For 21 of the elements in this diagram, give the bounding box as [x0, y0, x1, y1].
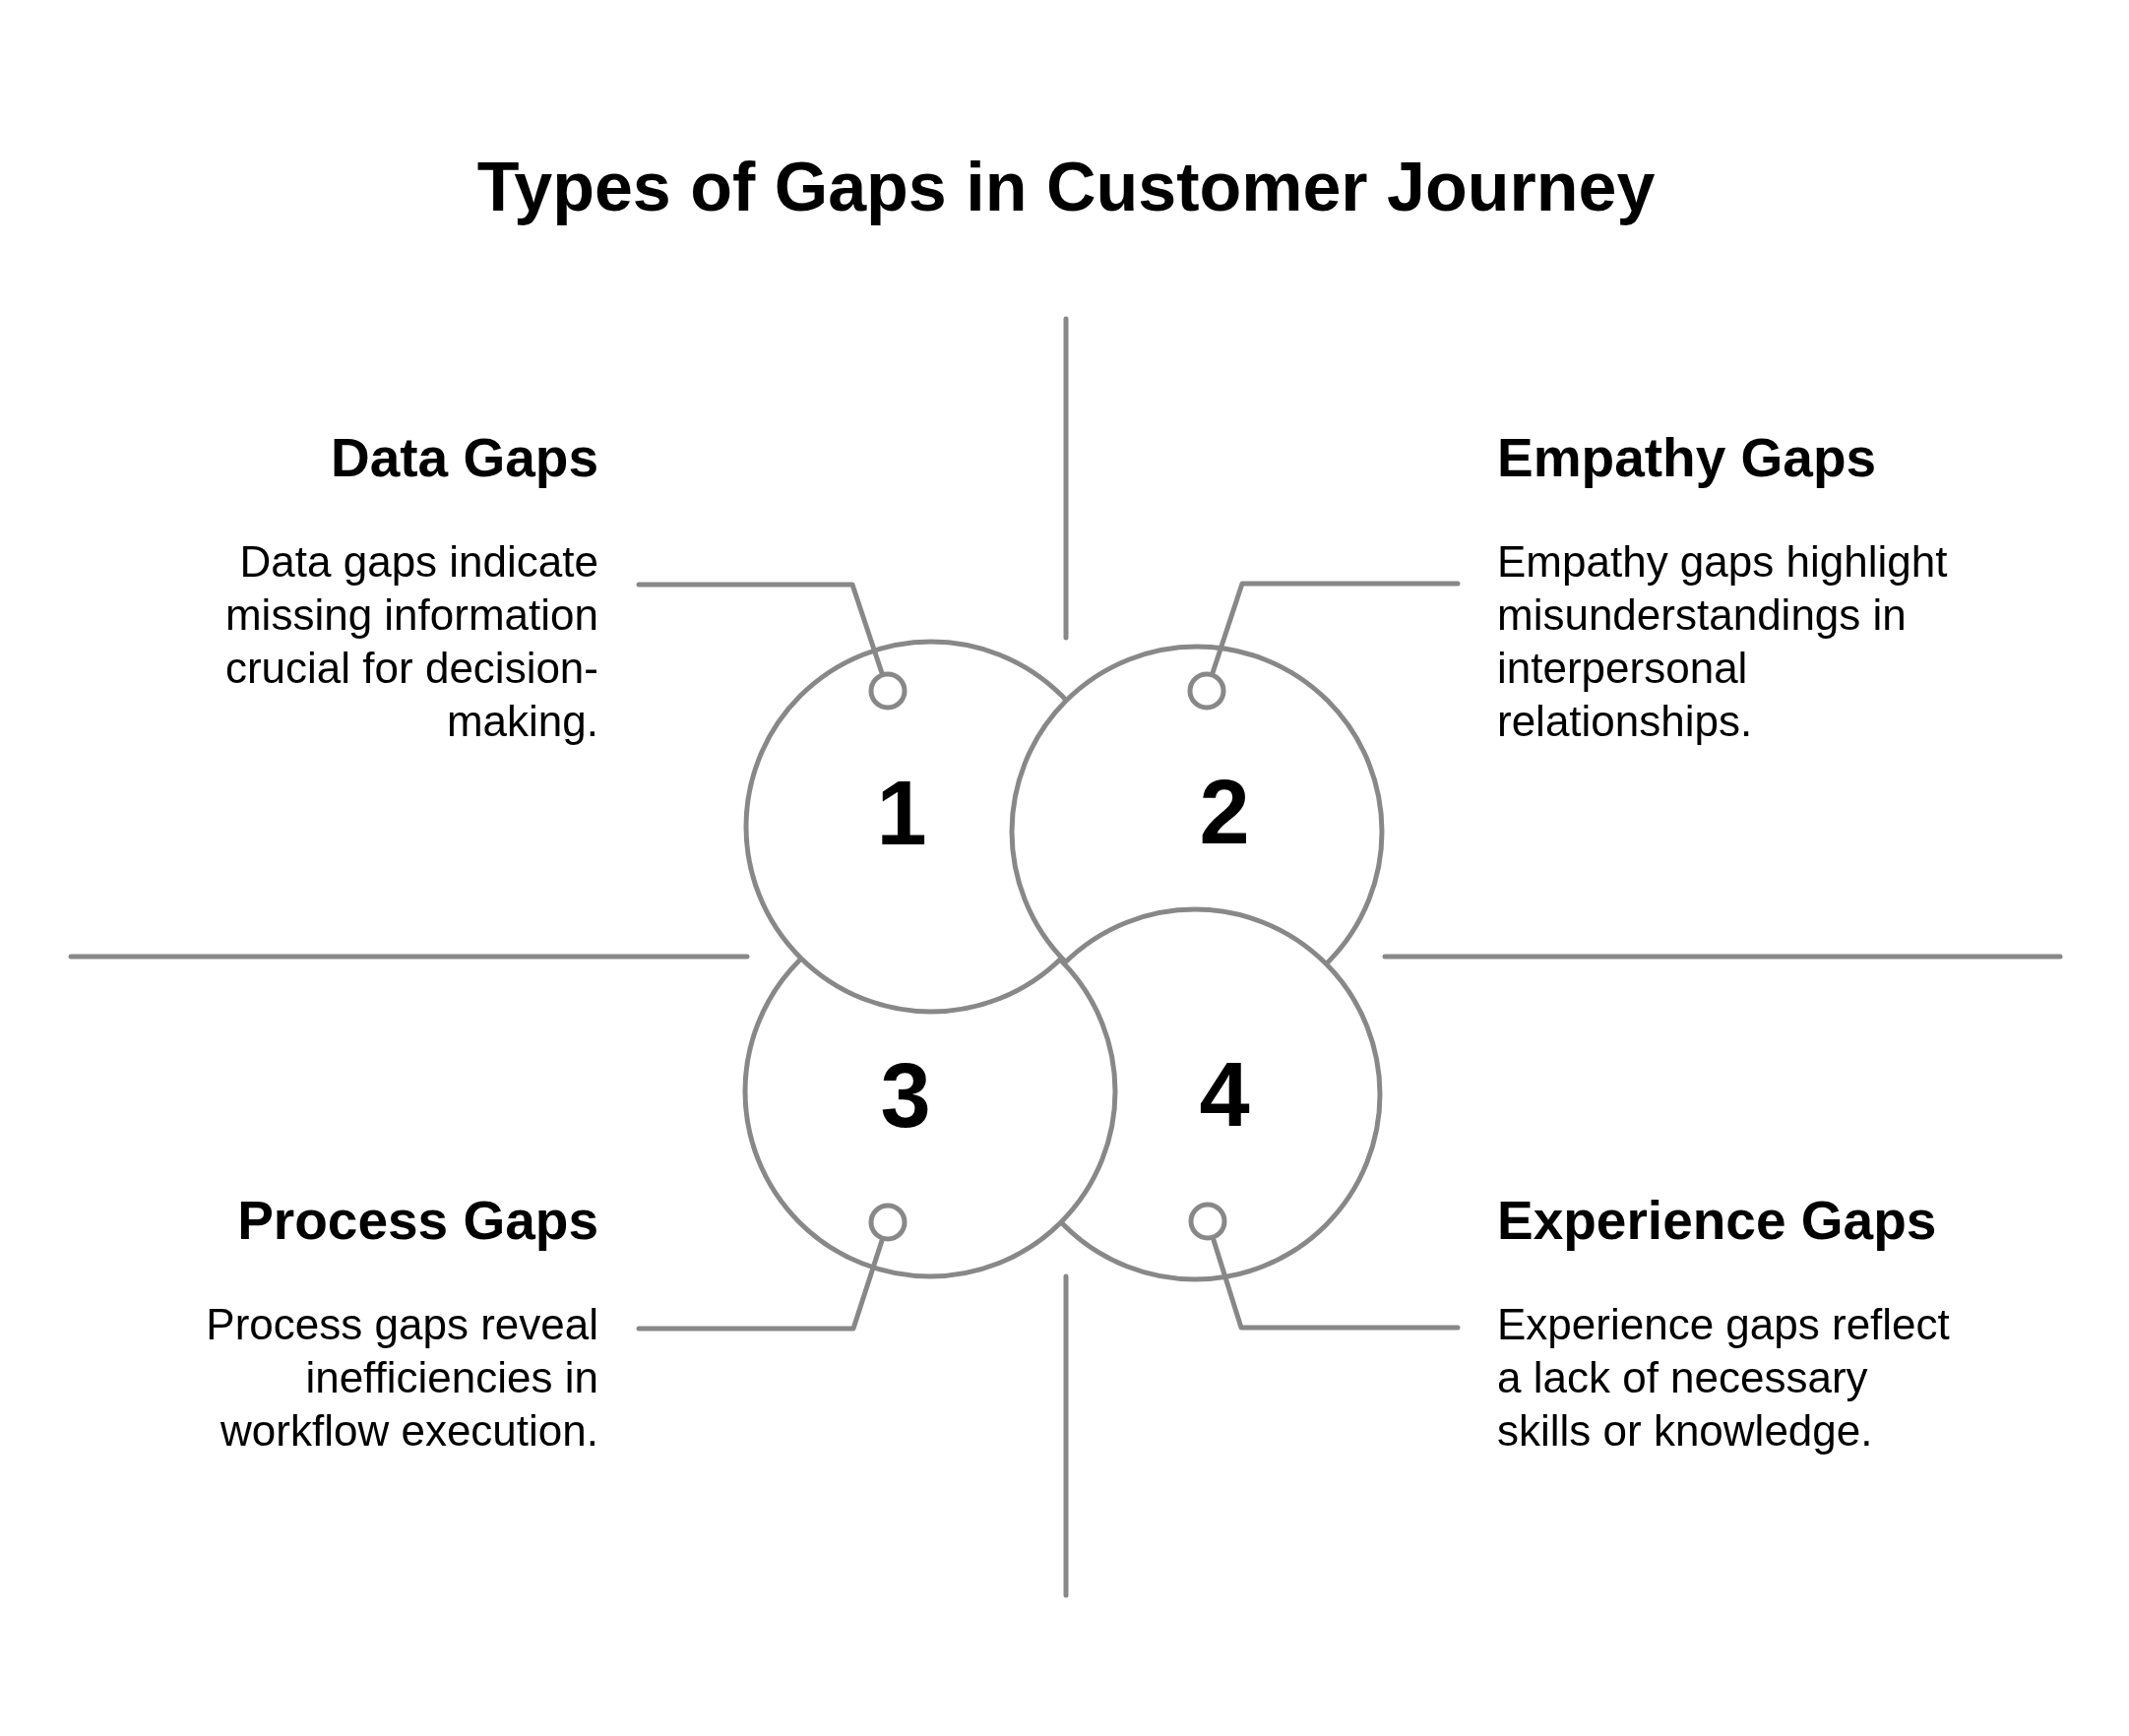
description: Experience gaps reflect a lack of necessary skills or knowledge. [1497, 1299, 1951, 1457]
heading: Process Gaps [237, 1189, 598, 1253]
heading: Empathy Gaps [1497, 426, 1877, 490]
ring-icon [1187, 671, 1226, 711]
title: Types of Gaps in Customer Journey [476, 148, 1656, 227]
step-number: 4 [1199, 1049, 1250, 1140]
description: Process gaps reveal inefficiencies in workflow execution. [205, 1299, 598, 1457]
step-number: 1 [876, 768, 927, 858]
ring-icon [868, 1203, 908, 1242]
leader-line [1211, 1237, 1461, 1331]
leader-line [636, 1238, 885, 1332]
ring-icon [1188, 1202, 1227, 1241]
leader-line [1210, 581, 1461, 675]
heading: Data Gaps [330, 426, 598, 490]
description: Data gaps indicate missing information crucial for decision-making. [223, 536, 598, 747]
description: Empathy gaps highlight misunderstandings in interpersonal relationships. [1497, 536, 1949, 747]
heading: Experience Gaps [1497, 1189, 1937, 1253]
ring-icon [868, 671, 908, 711]
step-number: 3 [880, 1050, 931, 1141]
leader-line [636, 582, 885, 675]
step-number: 2 [1199, 767, 1250, 857]
